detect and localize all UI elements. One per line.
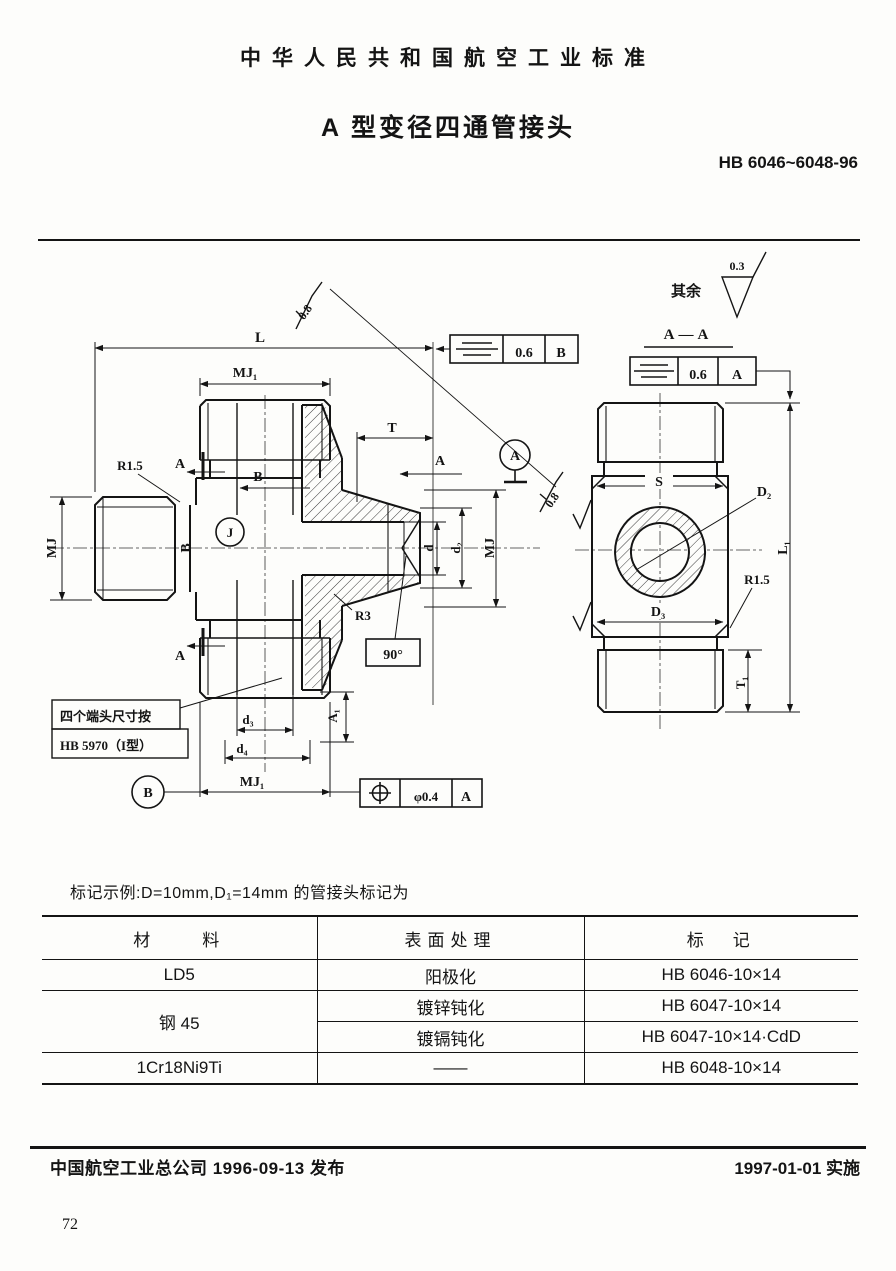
label-masks — [642, 473, 676, 619]
cell-material: 钢 45 — [42, 990, 317, 1053]
note-line-2: HB 5970（I型） — [60, 738, 152, 753]
dimension-lines — [50, 288, 800, 797]
col-header-material: 材 料 — [42, 916, 317, 960]
cell-surface: —— — [316, 1052, 584, 1084]
marking-example: 标记示例:D=10mm,D₁=14mm 的管接头标记为 — [70, 885, 409, 902]
section-arrow-label-B: B — [253, 470, 262, 485]
section-arrow-label-A-right: A — [435, 454, 446, 469]
dim-label-MJ1-top: MJ₁ — [233, 366, 257, 381]
standard-code: HB 6046~6048-96 — [718, 153, 858, 172]
cell-material: 1Cr18Ni9Ti — [136, 1058, 222, 1077]
dim-label-T1: T₁ — [733, 677, 748, 690]
footer-issued-by: 中国航空工业总公司 1996-09-13 发布 — [50, 1159, 345, 1178]
page-number: 72 — [62, 1216, 78, 1233]
dim-label-L: L — [255, 330, 265, 346]
angle-callout-box — [365, 638, 421, 667]
dim-label-d4: d₄ — [236, 741, 247, 756]
header-divider — [38, 239, 860, 241]
dim-label-S: S — [655, 475, 663, 490]
col-header-marking: 标 记 — [583, 916, 858, 960]
section-hatching — [305, 406, 707, 688]
dim-label-A1: A₁ — [325, 709, 340, 722]
table-row: 钢 45 镀锌钝化 HB 6047-10×14 — [42, 990, 858, 1053]
marking-table: 材 料 表面处理 标 记 LD5 阳极化 HB 6046-10×14 钢 45 … — [42, 915, 858, 1085]
table-row: 1Cr18Ni9Ti —— HB 6048-10×14 — [42, 1052, 858, 1084]
dim-label-d: d — [421, 544, 436, 552]
datum-balloon-A-label: A — [510, 449, 521, 464]
angle-label-90: 90° — [383, 648, 403, 663]
position-tolerance-datum: A — [461, 790, 472, 805]
dim-label-T: T — [387, 421, 397, 436]
footer-divider — [30, 1146, 866, 1149]
col-header-surface: 表面处理 — [316, 916, 584, 960]
page-subtitle: A 型变径四通管接头 — [320, 114, 576, 142]
main-view-outline — [94, 399, 421, 699]
marking-table-wrap: 材 料 表面处理 标 记 LD5 阳极化 HB 6046-10×14 钢 45 … — [42, 915, 858, 1085]
table-header-row: 材 料 表面处理 标 记 — [42, 916, 858, 960]
cell-material: LD5 — [42, 959, 317, 991]
page-title: 中华人民共和国航空工业标准 — [240, 47, 656, 70]
section-arrow-label-A-top: A — [175, 457, 186, 472]
dim-label-d2: d₂ — [448, 542, 463, 553]
section-arrow-label-A-bottom: A — [175, 649, 186, 664]
table-row: 镀镉钝化 HB 6047-10×14·CdD — [42, 1021, 858, 1053]
note-box — [51, 699, 189, 759]
roughness-symbols — [295, 251, 767, 632]
dim-label-MJ-right: MJ — [483, 538, 498, 558]
cell-marking: HB 6048-10×14 — [583, 1052, 858, 1084]
cell-marking: HB 6046-10×14 — [583, 959, 858, 991]
cell-marking: HB 6047-10×14·CdD — [583, 1021, 858, 1053]
cell-surface: 阳极化 — [316, 959, 584, 991]
radius-label-R3: R3 — [355, 608, 371, 623]
dim-label-D3: D₃ — [651, 605, 665, 620]
cell-surface: 镀锌钝化 — [316, 990, 584, 1022]
technical-drawing: L MJ₁ T A A A A B B B J R1.5 R3 90° MJ d… — [45, 251, 800, 809]
footer-effective-date: 1997-01-01 实施 — [734, 1159, 860, 1178]
cell-marking: HB 6047-10×14 — [583, 990, 858, 1022]
section-view-title: A—A — [664, 327, 713, 343]
datum-balloons — [131, 439, 531, 809]
dim-label-d3: d₃ — [242, 712, 253, 727]
feature-balloon-J-label: J — [227, 525, 234, 540]
dim-label-D2: D₂ — [757, 485, 771, 500]
roughness-value-rest: 0.3 — [730, 259, 745, 273]
roughness-value-08-right: 0.8 — [542, 490, 562, 510]
radius-label-R1-5-right: R1.5 — [744, 572, 770, 587]
note-line-1: 四个端头尺寸按 — [60, 709, 151, 724]
position-tolerance-value: φ0.4 — [414, 789, 439, 804]
dim-label-L1: L₁ — [776, 541, 791, 555]
label-B-rotated: B — [179, 543, 194, 552]
dim-label-MJ1-bottom: MJ₁ — [240, 775, 264, 790]
tolerance-frames — [359, 334, 757, 808]
tolerance-value-a: 0.6 — [689, 368, 707, 383]
dim-label-MJ-left: MJ — [45, 538, 60, 558]
datum-balloon-B-label: B — [143, 786, 152, 801]
cell-surface: 镀镉钝化 — [316, 1021, 584, 1053]
tolerance-datum-a: A — [732, 368, 743, 383]
tolerance-datum-b: B — [556, 346, 565, 361]
roughness-value-08-top: 0.8 — [295, 302, 315, 322]
radius-label-R1-5: R1.5 — [117, 458, 143, 473]
surface-note-rest: 其余 — [671, 282, 702, 300]
table-row: LD5 阳极化 HB 6046-10×14 — [42, 959, 858, 991]
tolerance-value-b: 0.6 — [515, 346, 533, 361]
drawing-labels: L MJ₁ T A A A A B B B J R1.5 R3 90° MJ d… — [45, 259, 791, 805]
